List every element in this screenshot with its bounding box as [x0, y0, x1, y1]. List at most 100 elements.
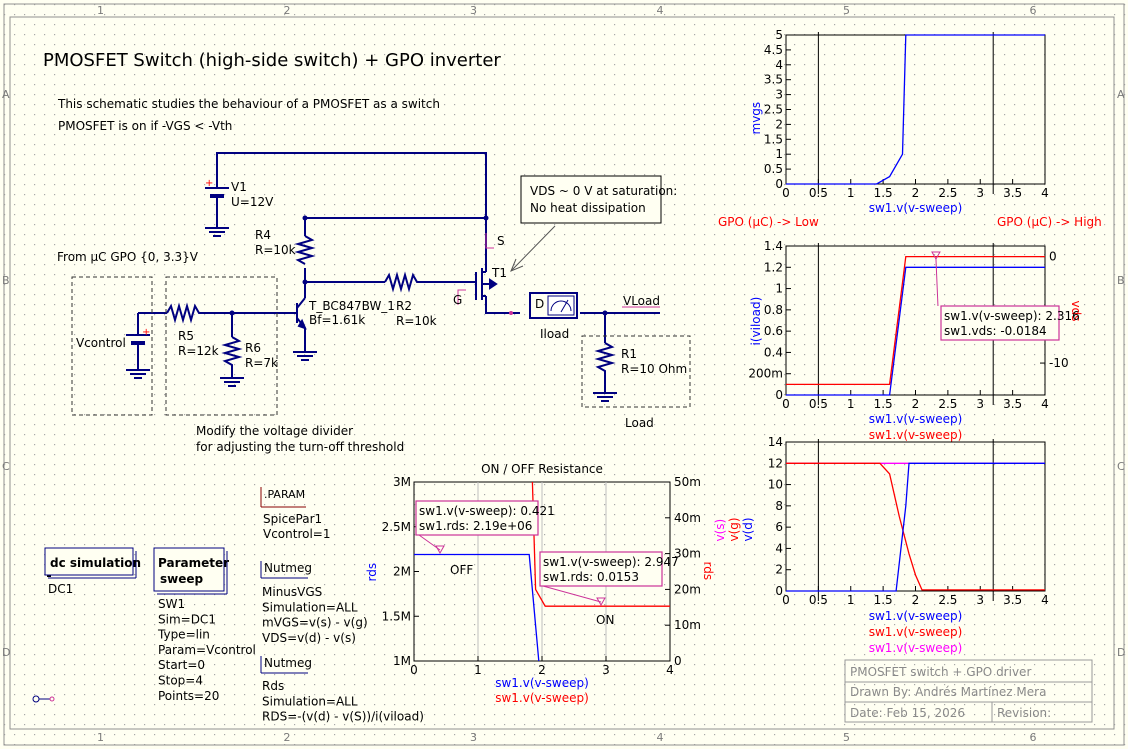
property-line: Type=lin: [157, 628, 210, 642]
x-tick-label: 3: [602, 663, 610, 677]
series-line: [786, 462, 1045, 592]
y2-tick-label: 10m: [674, 618, 701, 632]
vcontrol-source-symbol[interactable]: [126, 334, 150, 350]
node-marker: [509, 311, 513, 315]
v1-plus-sign: +: [205, 178, 213, 189]
v1-name: V1: [231, 180, 247, 194]
mosfet-gate-label: G: [453, 293, 462, 307]
annotation-leader: [542, 585, 602, 603]
dc-simulation-name: DC1: [48, 582, 73, 596]
battery-v1-symbol[interactable]: [205, 173, 229, 203]
y2-tick-label: 0: [1049, 250, 1057, 264]
v1-value: U=12V: [231, 195, 274, 209]
y-tick-label: 0.6: [764, 324, 783, 338]
mosfet-source-label: S: [497, 234, 505, 248]
x-tick-label: 1: [847, 397, 855, 411]
npn-value: Bf=1.61k: [309, 313, 365, 327]
resistor-r2-symbol[interactable]: [384, 271, 420, 293]
r4-value: R=10k: [255, 243, 296, 257]
frame-column-label: 6: [1030, 4, 1037, 17]
x-tick-label: 4: [1041, 186, 1049, 200]
y-tick-label: 1M: [393, 654, 411, 668]
ground-symbols: [126, 227, 617, 402]
resistor-r6-symbol[interactable]: [221, 336, 243, 368]
param-block-name: SpicePar1: [263, 512, 322, 526]
property-line: VDS=v(d) - v(s): [262, 631, 356, 645]
x-tick-label: 0.5: [809, 397, 828, 411]
y-tick-label: 1.4: [764, 239, 783, 253]
frame-row-label: B: [1117, 274, 1125, 287]
y-tick-label: 0.8: [764, 303, 783, 317]
annotation-box[interactable]: [415, 500, 539, 536]
y-tick-label: 14: [768, 435, 783, 449]
saturation-note: [510, 175, 662, 272]
param-block[interactable]: [260, 487, 306, 508]
x-tick-label: 1.5: [874, 593, 893, 607]
legend-top: sw1.v(v-sweep): [869, 428, 963, 442]
annotation-box[interactable]: [539, 551, 663, 587]
x-axis-label: sw1.v(v-sweep): [869, 201, 963, 215]
property-line: Start=0: [158, 658, 205, 672]
nutmeg2-block[interactable]: [260, 656, 308, 674]
y-axis-label: rds: [365, 563, 379, 582]
ammeter-iload-symbol[interactable]: [529, 292, 578, 319]
annotation-marker: [596, 597, 606, 607]
resistor-r4-symbol[interactable]: [294, 235, 316, 265]
y-tick-label: 1: [775, 282, 783, 296]
dc-simulation-block[interactable]: [44, 547, 137, 579]
y-tick-label: 4: [775, 58, 783, 72]
y-tick-label: 5: [775, 28, 783, 42]
y2-tick-label: 20m: [674, 582, 701, 596]
x-tick-label: 3: [976, 397, 984, 411]
npn-transistor-symbol[interactable]: [296, 297, 307, 330]
r2-name: R2: [396, 299, 412, 313]
series-line: [786, 34, 1045, 185]
annotation-label: ON: [596, 613, 614, 627]
x-axis-label: sw1.v(v-sweep): [869, 641, 963, 655]
y-tick-label: 1.5M: [382, 609, 411, 623]
gpo-low-label: GPO (µC) -> Low: [718, 215, 819, 229]
x-tick-label: 0.5: [809, 186, 828, 200]
x-tick-label: 2: [912, 593, 920, 607]
y-tick-label: 2.5M: [382, 520, 411, 534]
nutmeg1-block[interactable]: [260, 561, 308, 579]
parameter-sweep-block[interactable]: [153, 547, 228, 595]
x-tick-label: 1: [847, 593, 855, 607]
chart-title: ON / OFF Resistance: [481, 462, 603, 476]
annotation-marker: [931, 251, 941, 261]
frame-column-label: 4: [657, 731, 664, 744]
frame-row-label: B: [2, 274, 10, 287]
x-tick-label: 2: [538, 663, 546, 677]
vcontrol-name: Vcontrol: [76, 336, 126, 350]
x-tick-label: 2: [912, 397, 920, 411]
y-tick-label: 2M: [393, 565, 411, 579]
property-line: Simulation=ALL: [262, 694, 358, 708]
divider-note-1: Modify the voltage divider: [196, 424, 353, 438]
param-block-value: Vcontrol=1: [263, 527, 331, 541]
frame-row-label: A: [2, 88, 10, 101]
y-tick-label: 200m: [748, 367, 783, 381]
y-tick-label: 3.5: [764, 73, 783, 87]
param-sweep-title-2: sweep: [160, 572, 204, 586]
x-tick-label: 3.5: [1003, 593, 1022, 607]
annotation-box[interactable]: [940, 305, 1060, 341]
x-tick-label: 2.5: [938, 397, 957, 411]
resistor-r5-symbol[interactable]: [166, 302, 205, 324]
x-tick-label: 4: [1041, 593, 1049, 607]
annotation-text: sw1.vds: -0.0184: [944, 324, 1047, 338]
drawing-frame: [3, 3, 1125, 746]
property-line: Sim=DC1: [158, 612, 216, 626]
frame-column-label: 5: [843, 731, 850, 744]
resistor-r1-symbol[interactable]: [594, 342, 616, 383]
r6-value: R=7k: [245, 356, 278, 370]
annotation-text: sw1.v(v-sweep): 0.421: [419, 504, 555, 518]
port-symbol[interactable]: [32, 695, 55, 703]
